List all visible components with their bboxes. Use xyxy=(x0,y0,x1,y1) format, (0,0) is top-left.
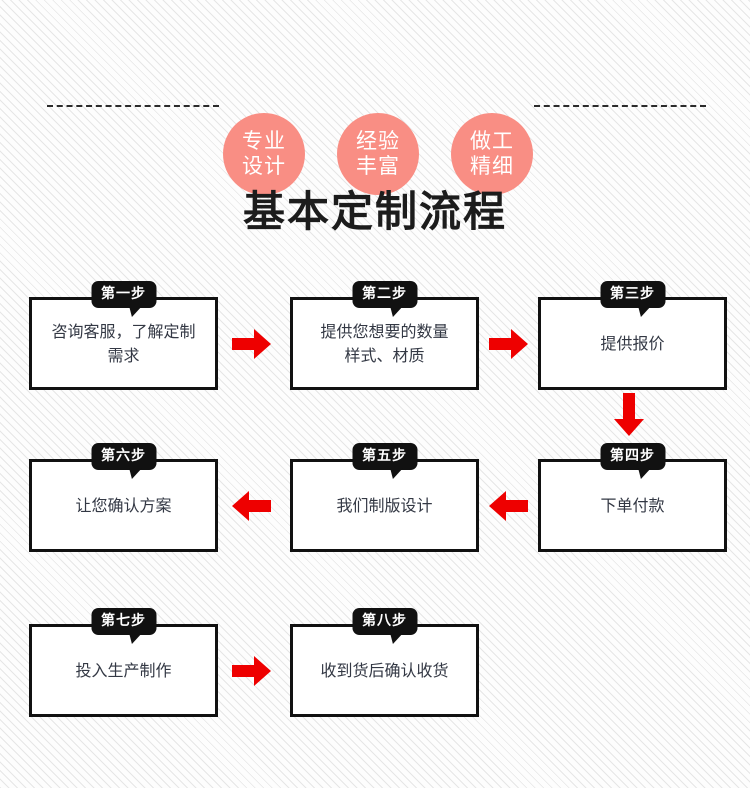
feature-badge-craft: 做工 精细 xyxy=(451,113,533,195)
feature-badge-strip: 专业 设计 经验 丰富 做工 精细 xyxy=(0,50,750,195)
flow-step-4: 第四步 下单付款 xyxy=(538,443,727,552)
arrow-down-icon-step3-step4 xyxy=(612,393,646,437)
flow-step-2: 第二步 提供您想要的数量 样式、材质 xyxy=(290,281,479,390)
page-title: 基本定制流程 xyxy=(242,187,507,236)
arrow-right-icon-step1-step2 xyxy=(232,327,272,361)
arrow-right-icon-step2-step3 xyxy=(489,327,529,361)
flow-step-1: 第一步 咨询客服，了解定制 需求 xyxy=(29,281,218,390)
flow-step-6-badge: 第六步 xyxy=(91,443,156,470)
flow-step-3: 第三步 提供报价 xyxy=(538,281,727,390)
flow-step-2-line2: 样式、材质 xyxy=(344,345,425,365)
flow-step-4-text: 下单付款 xyxy=(600,495,665,515)
flow-step-5: 第五步 我们制版设计 xyxy=(290,443,479,552)
flow-step-5-badge: 第五步 xyxy=(352,443,417,470)
arrow-left-icon-step4-step5 xyxy=(489,489,529,523)
arrow-right-icon-step7-step8 xyxy=(232,654,272,688)
flow-step-5-text: 我们制版设计 xyxy=(336,495,433,515)
flow-step-2-badge: 第二步 xyxy=(352,281,417,308)
flow-step-7-badge: 第七步 xyxy=(91,608,156,635)
flow-step-1-text: 咨询客服，了解定制 需求 xyxy=(41,320,205,366)
flow-step-2-text: 提供您想要的数量 样式、材质 xyxy=(310,320,458,366)
flow-step-1-line2: 需求 xyxy=(107,345,140,365)
flow-step-1-badge: 第一步 xyxy=(91,281,156,308)
feature-badge-design-line1: 专业 xyxy=(242,129,286,154)
flow-step-4-badge: 第四步 xyxy=(600,443,665,470)
flow-step-8-badge: 第八步 xyxy=(352,608,417,635)
dashed-divider-right xyxy=(534,105,706,107)
flow-step-8-text: 收到货后确认收货 xyxy=(320,660,449,680)
dashed-divider-left xyxy=(47,105,219,107)
flow-step-2-line1: 提供您想要的数量 xyxy=(320,322,449,342)
feature-badge-experience-line1: 经验 xyxy=(356,129,400,154)
feature-badge-craft-line1: 做工 xyxy=(470,129,514,154)
feature-badge-craft-line2: 精细 xyxy=(470,154,514,178)
feature-badge-experience-line2: 丰富 xyxy=(356,154,400,178)
feature-badge-experience: 经验 丰富 xyxy=(337,113,419,195)
feature-badge-design: 专业 设计 xyxy=(223,113,305,195)
flow-step-7: 第七步 投入生产制作 xyxy=(29,608,218,717)
flow-step-6: 第六步 让您确认方案 xyxy=(29,443,218,552)
flow-step-3-badge: 第三步 xyxy=(600,281,665,308)
feature-badge-design-line2: 设计 xyxy=(242,154,286,178)
flow-step-3-text: 提供报价 xyxy=(600,333,665,353)
flow-step-1-line1: 咨询客服，了解定制 xyxy=(51,322,196,342)
arrow-left-icon-step5-step6 xyxy=(232,489,272,523)
flow-step-6-text: 让您确认方案 xyxy=(75,495,172,515)
flow-step-8: 第八步 收到货后确认收货 xyxy=(290,608,479,717)
flow-step-7-text: 投入生产制作 xyxy=(75,660,172,680)
